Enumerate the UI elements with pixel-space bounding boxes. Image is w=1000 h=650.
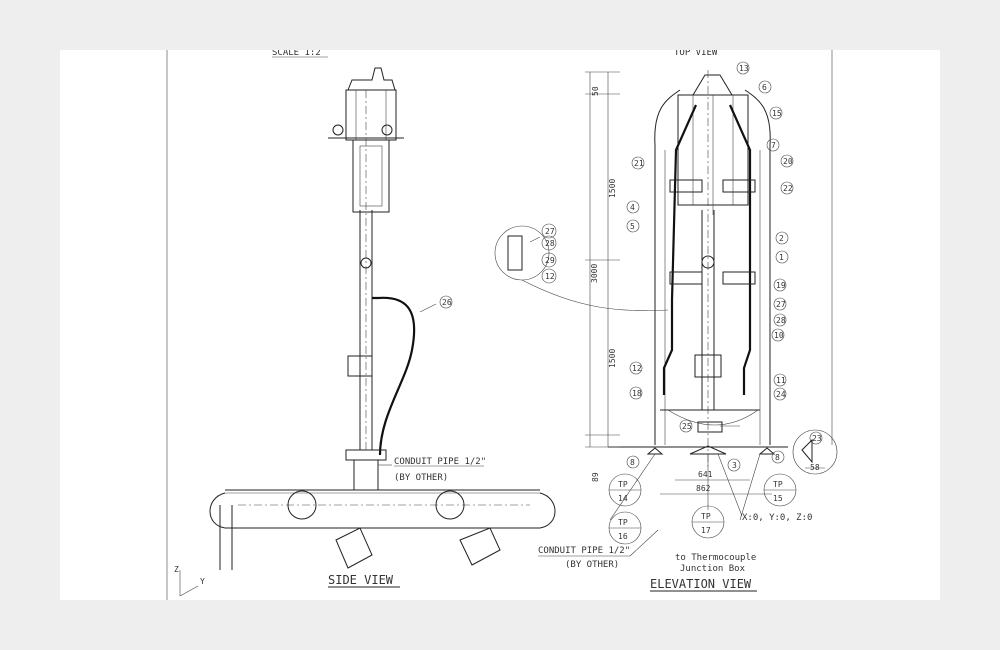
- svg-text:TP: TP: [701, 512, 711, 521]
- elev-clamp-lower-right: [722, 271, 756, 285]
- svg-text:15: 15: [773, 494, 783, 503]
- svg-text:20: 20: [783, 157, 793, 166]
- tp-label-15: TP 15: [763, 473, 797, 507]
- svg-text:TP: TP: [618, 480, 628, 489]
- svg-text:6: 6: [762, 83, 767, 92]
- svg-text:17: 17: [701, 526, 711, 535]
- elev-by-other: (BY OTHER): [565, 560, 619, 570]
- elev-sensor-left: [670, 104, 698, 301]
- side-view-assembly: 26 CONDUIT PIPE 1/2" (BY OTHER) SIDE VIE…: [174, 67, 556, 597]
- svg-text:19: 19: [776, 281, 786, 290]
- detail-bubble: [494, 223, 669, 311]
- elev-clamp-upper-right: [722, 179, 756, 193]
- svg-text:21: 21: [634, 159, 644, 168]
- svg-text:13: 13: [739, 64, 749, 73]
- side-head-block: [345, 89, 397, 141]
- svg-text:TP: TP: [773, 480, 783, 489]
- elev-clamp-lower-left: [669, 271, 703, 285]
- svg-text:24: 24: [776, 390, 786, 399]
- side-flange: [345, 449, 387, 461]
- svg-text:12: 12: [632, 364, 642, 373]
- side-by-other: (BY OTHER): [394, 473, 448, 483]
- svg-text:8: 8: [775, 453, 780, 462]
- svg-text:5: 5: [630, 222, 635, 231]
- svg-text:23: 23: [812, 434, 822, 443]
- svg-text:4: 4: [630, 203, 635, 212]
- svg-text:7: 7: [771, 141, 776, 150]
- side-box: [347, 355, 373, 377]
- side-view-title: SIDE VIEW: [328, 573, 394, 587]
- detail-callout-29: 29: [545, 256, 555, 265]
- dim-641: 641: [698, 470, 713, 479]
- dim-upper: 1500: [608, 179, 617, 198]
- svg-text:22: 22: [783, 184, 793, 193]
- junction-note-1: to Thermocouple: [675, 553, 756, 563]
- tp-label-14: TP 14: [608, 473, 642, 507]
- drawing-sheet: SCALE 1:2 TOP VIEW 26 CONDUIT PIPE 1/2" …: [60, 50, 940, 600]
- dim-862: 862: [696, 484, 711, 493]
- side-coupling: [360, 257, 372, 269]
- side-conduit-note: CONDUIT PIPE 1/2": [394, 457, 486, 467]
- elev-shell-right: [744, 89, 771, 445]
- svg-text:25: 25: [682, 422, 692, 431]
- svg-text:15: 15: [772, 109, 782, 118]
- side-head-top: [347, 67, 396, 91]
- callout-26: [439, 295, 453, 309]
- dim-top-gap: 50: [591, 86, 600, 96]
- side-elbow-left: [335, 527, 373, 569]
- dim-base: 89: [591, 472, 600, 482]
- dim-lower: 1500: [608, 349, 617, 368]
- elev-clamp-upper-left: [669, 179, 703, 193]
- elev-foot-left: [646, 447, 664, 455]
- technical-drawing: SCALE 1:2 TOP VIEW 26 CONDUIT PIPE 1/2" …: [166, 50, 838, 600]
- dim-total-label: 3000: [590, 264, 599, 283]
- side-clamp-body: [352, 139, 390, 213]
- tp-label-16: TP 16: [608, 511, 642, 545]
- tp-label-17: TP 17: [691, 505, 725, 539]
- svg-text:1: 1: [779, 253, 784, 262]
- elev-foot-right: [758, 447, 776, 455]
- elev-conduit-note: CONDUIT PIPE 1/2": [538, 546, 630, 556]
- svg-text:27: 27: [776, 300, 786, 309]
- side-lug-left: [332, 124, 344, 136]
- svg-text:26: 26: [442, 298, 452, 307]
- svg-text:16: 16: [618, 532, 628, 541]
- svg-text:3: 3: [732, 461, 737, 470]
- side-lug-right: [381, 124, 393, 136]
- svg-text:Y: Y: [200, 577, 205, 586]
- junction-note-2: Junction Box: [680, 564, 746, 574]
- svg-text:10: 10: [774, 331, 784, 340]
- detail-callout-28: 28: [545, 239, 555, 248]
- svg-text:Z: Z: [174, 565, 179, 574]
- svg-text:8: 8: [630, 458, 635, 467]
- elev-shell-left: [654, 89, 681, 445]
- svg-text:2: 2: [779, 234, 784, 243]
- elevation-view-title: ELEVATION VIEW: [650, 577, 752, 591]
- elev-sensor-right: [728, 104, 752, 300]
- detail-callout-12: 12: [545, 272, 555, 281]
- svg-text:28: 28: [776, 316, 786, 325]
- side-pipe-hole-1: [287, 490, 317, 520]
- svg-text:14: 14: [618, 494, 628, 503]
- elev-callouts: 13 6 15 7 21 20 22 4 5 2 1 19 27 28 10 1…: [626, 61, 823, 472]
- elev-head: [692, 74, 733, 96]
- svg-text:TP: TP: [618, 518, 628, 527]
- svg-text:18: 18: [632, 389, 642, 398]
- top-view-note: TOP VIEW: [674, 50, 718, 58]
- elev-flange: [697, 421, 723, 433]
- detail-callout-27: 27: [545, 227, 555, 236]
- detail-circle-right: [792, 429, 838, 475]
- svg-text:11: 11: [776, 376, 786, 385]
- elevation-assembly: 50 1500 3000 1500 89 641 862 13 6 15 7 2…: [538, 61, 838, 592]
- elev-box: [694, 354, 722, 378]
- side-cable: [372, 296, 416, 456]
- callout-27-detail: [541, 223, 557, 239]
- origin-note: X:0, Y:0, Z:0: [742, 513, 812, 523]
- side-elbow-right: [459, 527, 501, 566]
- dim-58: 58: [810, 463, 820, 472]
- side-pipe-hole-2: [435, 490, 465, 520]
- scale-note: SCALE 1:2: [272, 50, 321, 58]
